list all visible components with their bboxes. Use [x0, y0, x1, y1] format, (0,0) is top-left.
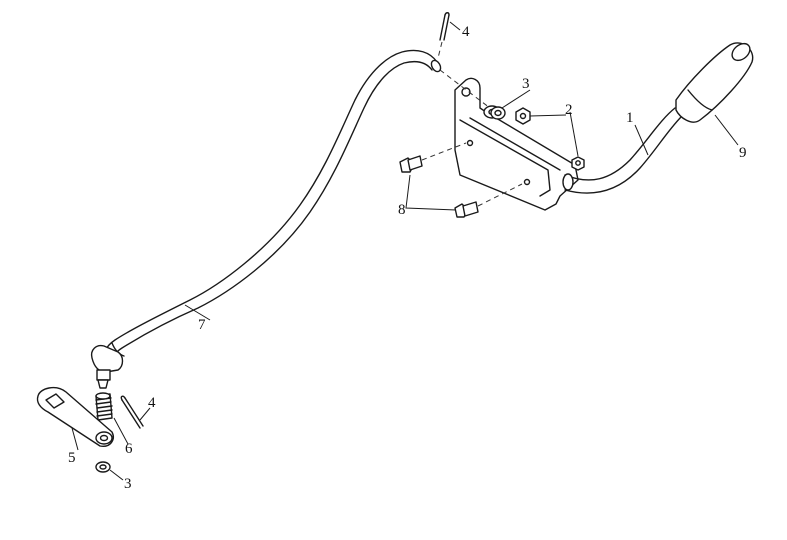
spring: [95, 392, 113, 421]
label-8: 8: [398, 202, 406, 218]
label-3-bottom: 3: [124, 476, 132, 492]
nut-top: [515, 107, 531, 125]
washer-bottom: [95, 461, 111, 473]
label-9: 9: [739, 145, 747, 161]
label-5: 5: [68, 450, 76, 466]
leader-lines: [71, 21, 739, 481]
label-2: 2: [565, 102, 573, 118]
bolt-upper: [399, 142, 467, 173]
cotter-pin-bottom: [120, 395, 144, 429]
label-6: 6: [125, 441, 133, 457]
cotter-pin-top: [437, 12, 450, 59]
label-4-bottom: 4: [148, 395, 156, 411]
washer-top: [439, 69, 506, 120]
nut-side: [571, 156, 585, 171]
link-arm: [36, 386, 114, 447]
shift-lever: [562, 107, 683, 194]
handle-grip: [675, 42, 754, 123]
label-1: 1: [626, 110, 634, 126]
bolt-lower: [454, 183, 523, 218]
shift-rod: [90, 49, 442, 389]
label-4-top: 4: [462, 24, 470, 40]
label-7: 7: [198, 317, 206, 333]
part-labels: 4 3 2 1 9 8 7 4 6 5 3: [68, 24, 747, 492]
label-3-top: 3: [522, 76, 530, 92]
